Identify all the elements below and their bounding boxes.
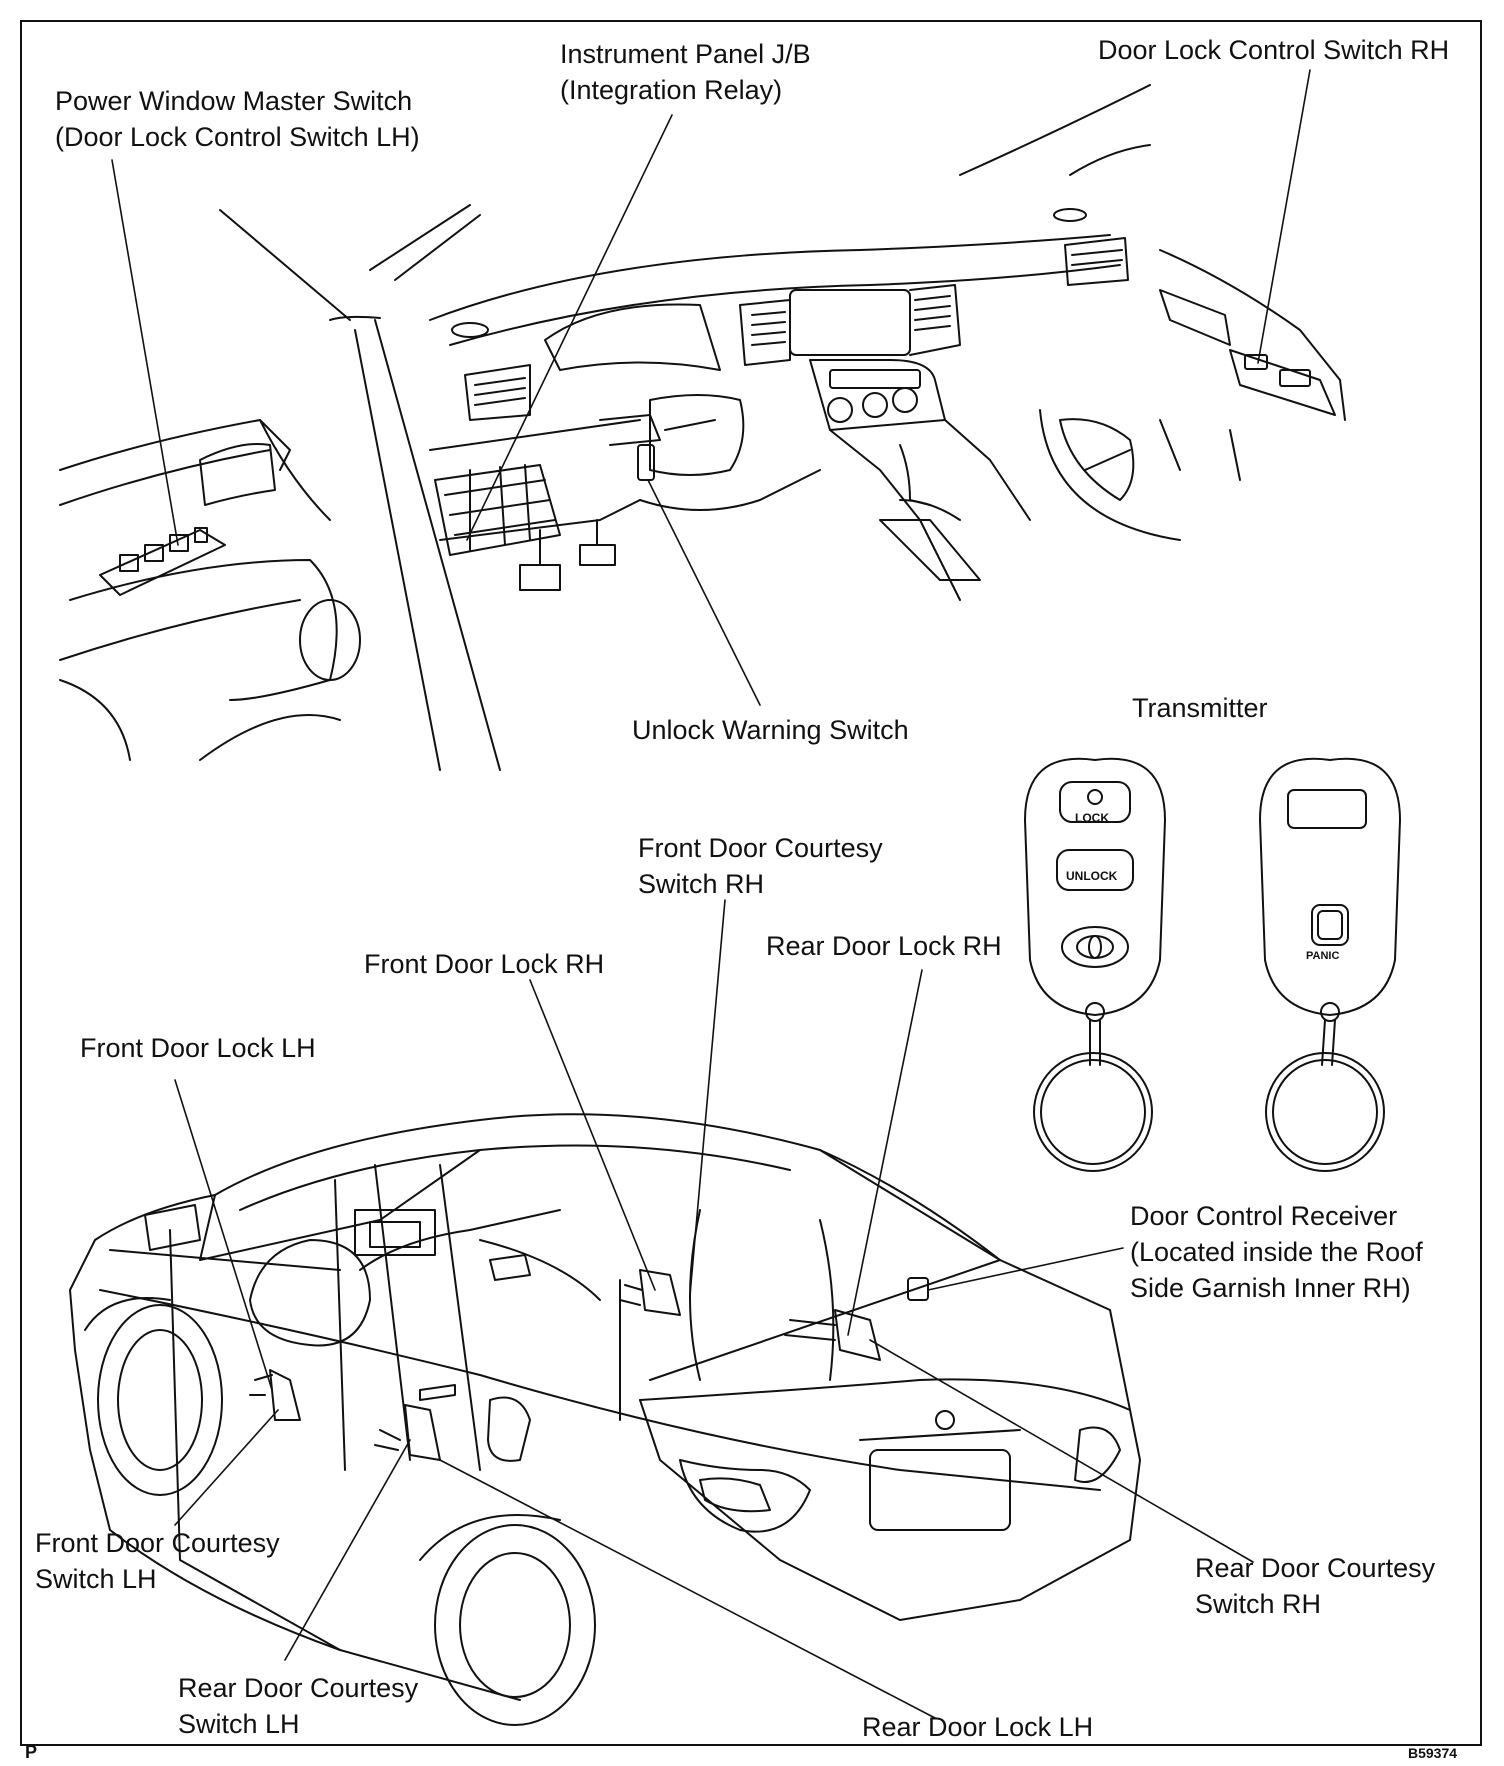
panic-button-label: PANIC (1306, 950, 1340, 962)
label-front-door-courtesy-switch-rh: Front Door Courtesy Switch RH (638, 833, 883, 899)
car-illustration (69, 1113, 1141, 1726)
diagram-frame (20, 20, 1482, 1746)
leader-front-courtesy-lh (174, 1409, 279, 1526)
leader-power-window (111, 159, 179, 546)
lock-button-label: LOCK (1075, 811, 1109, 825)
transmitter-back (1259, 757, 1401, 1172)
leader-rear-courtesy-lh (284, 1439, 411, 1661)
leader-instrument-panel (466, 114, 673, 541)
leader-rear-lock-rh (847, 969, 923, 1336)
label-rear-door-lock-rh: Rear Door Lock RH (766, 931, 1002, 961)
leader-rear-courtesy-rh (869, 1339, 1254, 1563)
label-front-door-courtesy-switch-lh: Front Door Courtesy Switch LH (35, 1528, 280, 1594)
leader-rear-lock-lh (439, 1459, 936, 1719)
dashboard-illustration (59, 84, 1346, 771)
leader-front-lock-lh (174, 1079, 273, 1391)
label-power-window-master-switch: Power Window Master Switch (Door Lock Co… (55, 86, 420, 152)
leader-receiver (927, 1247, 1124, 1291)
transmitter-front (1024, 757, 1166, 1172)
label-front-door-lock-lh: Front Door Lock LH (80, 1033, 316, 1063)
leader-lines (111, 69, 1311, 1719)
label-transmitter: Transmitter (1132, 693, 1268, 723)
label-rear-door-courtesy-switch-rh: Rear Door Courtesy Switch RH (1195, 1553, 1436, 1619)
label-front-door-lock-rh: Front Door Lock RH (364, 949, 605, 979)
label-unlock-warning-switch: Unlock Warning Switch (632, 715, 909, 745)
label-rear-door-lock-lh: Rear Door Lock LH (862, 1712, 1094, 1742)
label-door-lock-control-switch-rh: Door Lock Control Switch RH (1098, 35, 1450, 65)
label-rear-door-courtesy-switch-lh: Rear Door Courtesy Switch LH (178, 1673, 419, 1739)
leader-front-courtesy-rh (689, 899, 726, 1296)
leader-front-lock-rh (529, 979, 656, 1291)
leader-door-lock-rh (1257, 69, 1311, 364)
unlock-button-label: UNLOCK (1066, 869, 1118, 883)
leader-unlock-warning (647, 479, 761, 706)
corner-letter: P (25, 1742, 38, 1762)
label-door-control-receiver: Door Control Receiver (Located inside th… (1130, 1201, 1423, 1303)
figure-code: B59374 (1408, 1745, 1458, 1761)
label-instrument-panel: Instrument Panel J/B (Integration Relay) (560, 39, 811, 105)
